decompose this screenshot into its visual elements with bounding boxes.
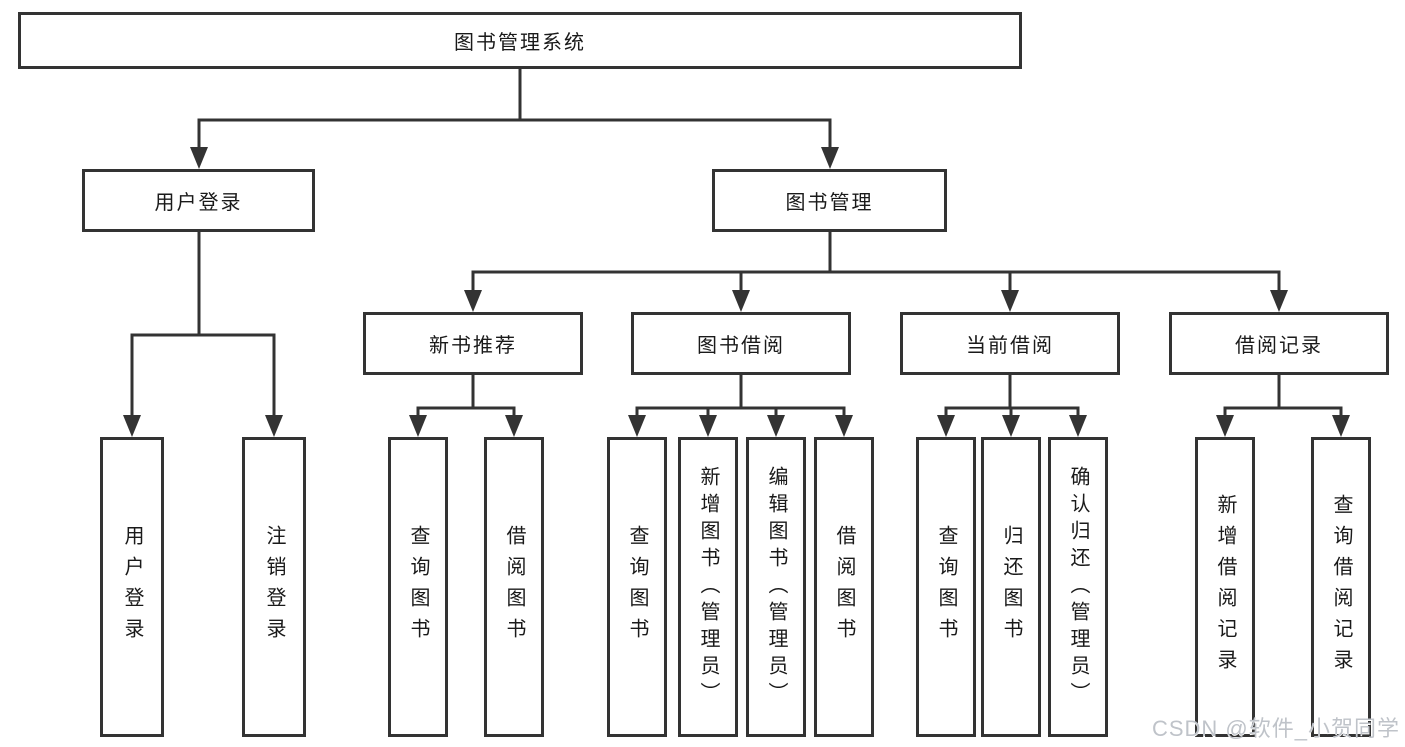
connector-borrow-records-group (1216, 375, 1350, 437)
node-label: 借阅记录 (1235, 335, 1323, 357)
node-label: 查询图书 (626, 525, 648, 649)
leaf-confirm-return-admin: 确认归还（管理员） (1048, 437, 1108, 737)
node-label: 借阅图书 (833, 525, 855, 649)
arrow-down-icon (699, 415, 717, 437)
node-label: 归还图书 (1000, 525, 1022, 649)
node-label: 借阅图书 (503, 525, 525, 649)
leaf-add-books-admin: 新增图书（管理员） (678, 437, 738, 737)
node-current-borrowing: 当前借阅 (900, 312, 1120, 375)
node-book-borrowing: 图书借阅 (631, 312, 851, 375)
node-label: 图书管理系统 (454, 32, 586, 54)
node-label: 用户登录 (121, 525, 143, 649)
node-label: 用户登录 (154, 192, 243, 214)
leaf-query-books-recommend: 查询图书 (388, 437, 448, 737)
leaf-query-books-borrow: 查询图书 (607, 437, 667, 737)
node-borrowing-records: 借阅记录 (1169, 312, 1389, 375)
arrow-down-icon (1002, 415, 1020, 437)
node-new-book-recommendation: 新书推荐 (363, 312, 583, 375)
arrow-down-icon (628, 415, 646, 437)
arrow-down-icon (821, 147, 839, 169)
node-label: 当前借阅 (966, 335, 1054, 357)
node-book-management: 图书管理 (712, 169, 947, 232)
leaf-return-books: 归还图书 (981, 437, 1041, 737)
arrow-down-icon (1332, 415, 1350, 437)
node-label: 图书管理 (785, 192, 874, 214)
connector-book-management-to-level3 (464, 232, 1288, 312)
arrow-down-icon (123, 415, 141, 437)
node-label: 新增图书（管理员） (697, 465, 719, 709)
csdn-watermark: CSDN @软件_小贺同学 (1151, 716, 1400, 741)
arrow-down-icon (1270, 290, 1288, 312)
node-label: 新书推荐 (429, 335, 517, 357)
leaf-query-books-current: 查询图书 (916, 437, 976, 737)
connector-current-borrow-group (937, 375, 1087, 437)
connector-new-book-group (409, 375, 523, 437)
node-label: 图书借阅 (697, 335, 785, 357)
arrow-down-icon (732, 290, 750, 312)
arrow-down-icon (409, 415, 427, 437)
leaf-query-borrow-record: 查询借阅记录 (1311, 437, 1371, 737)
leaf-borrow-books: 借阅图书 (814, 437, 874, 737)
arrow-down-icon (1001, 290, 1019, 312)
connector-user-login-group (123, 232, 283, 437)
node-root-system: 图书管理系统 (18, 12, 1022, 69)
arrow-down-icon (1216, 415, 1234, 437)
arrow-down-icon (464, 290, 482, 312)
leaf-logout: 注销登录 (242, 437, 306, 737)
node-label: 查询借阅记录 (1330, 494, 1352, 680)
arrow-down-icon (505, 415, 523, 437)
connector-root-to-level2 (190, 68, 839, 169)
connector-book-borrow-group (628, 375, 853, 437)
node-label: 编辑图书（管理员） (765, 465, 787, 709)
leaf-add-borrow-record: 新增借阅记录 (1195, 437, 1255, 737)
leaf-edit-books-admin: 编辑图书（管理员） (746, 437, 806, 737)
arrow-down-icon (1069, 415, 1087, 437)
arrow-down-icon (767, 415, 785, 437)
node-user-login: 用户登录 (82, 169, 315, 232)
node-label: 查询图书 (407, 525, 429, 649)
node-label: 注销登录 (263, 525, 285, 649)
arrow-down-icon (835, 415, 853, 437)
arrow-down-icon (190, 147, 208, 169)
leaf-borrow-books-recommend: 借阅图书 (484, 437, 544, 737)
arrow-down-icon (265, 415, 283, 437)
arrow-down-icon (937, 415, 955, 437)
node-label: 查询图书 (935, 525, 957, 649)
node-label: 确认归还（管理员） (1067, 465, 1089, 709)
node-label: 新增借阅记录 (1214, 494, 1236, 680)
leaf-user-login: 用户登录 (100, 437, 164, 737)
